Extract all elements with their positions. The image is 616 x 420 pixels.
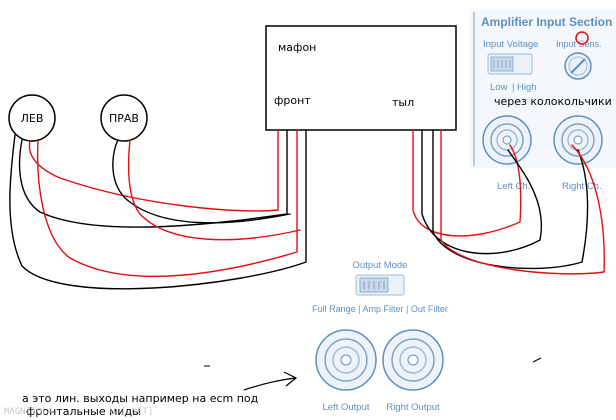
note-line-2: фронтальные миды	[26, 405, 141, 418]
output-mode-options: Full Range | Amp Filter | Out Filter	[312, 304, 448, 314]
stray-mark	[532, 357, 542, 363]
left-ch-label: Left Ch.	[497, 181, 530, 192]
left-speaker-label: ЛЕВ	[21, 112, 44, 125]
right-speaker: ПРАВ	[100, 94, 148, 142]
watermark-right: U [.NET]	[110, 407, 153, 417]
watermark-left: MAGNITOLA	[4, 407, 53, 417]
arrow-right-icon	[243, 371, 298, 391]
front-right-wire-red	[36, 129, 298, 278]
sens-indicator-icon	[575, 31, 589, 45]
input-sens-label: Input Sens.	[556, 39, 602, 49]
output-mode-title: Output Mode	[353, 260, 408, 271]
right-speaker-label: ПРАВ	[109, 112, 139, 125]
input-voltage-switch[interactable]	[487, 53, 533, 75]
rear-output-label: тыл	[392, 96, 414, 109]
right-output-jack[interactable]	[382, 329, 444, 391]
via-bells-note: через колокольчики	[494, 95, 612, 108]
input-voltage-label: Input Voltage	[483, 39, 538, 50]
switch-separator: |	[512, 82, 514, 93]
note-line-1: а это лин. выходы например на ecm под	[22, 392, 259, 405]
amp-input-section-title: Amplifier Input Section	[481, 15, 612, 29]
left-output-label: Left Output	[322, 402, 369, 413]
front-wiring	[9, 129, 307, 290]
left-speaker: ЛЕВ	[8, 94, 56, 142]
left-ch-input-jack[interactable]	[482, 115, 532, 165]
head-unit-title: мафон	[278, 41, 316, 54]
output-mode-switch[interactable]	[355, 274, 405, 296]
amplifier-input-panel: Amplifier Input Section Input Voltage In…	[470, 10, 616, 192]
switch-low-label: Low	[490, 82, 508, 93]
head-unit-box: мафон фронт тыл	[265, 25, 457, 131]
right-speaker-wire-black	[112, 139, 291, 224]
right-speaker-wire-red	[127, 139, 301, 241]
right-ch-label: Right Ch.	[562, 181, 602, 192]
front-left-wire-red	[28, 129, 279, 212]
front-output-label: фронт	[274, 94, 311, 107]
handwritten-note: а это лин. выходы например на ecm под фр…	[22, 357, 542, 418]
input-sens-knob[interactable]	[564, 31, 592, 80]
left-output-jack[interactable]	[315, 329, 377, 391]
right-output-label: Right Output	[386, 402, 440, 413]
rear-wiring	[412, 129, 605, 275]
amplifier-output-section: Output Mode Full Range | Amp Filter | Ou…	[312, 260, 448, 413]
switch-high-label: High	[517, 82, 537, 93]
right-ch-input-jack[interactable]	[553, 115, 603, 165]
